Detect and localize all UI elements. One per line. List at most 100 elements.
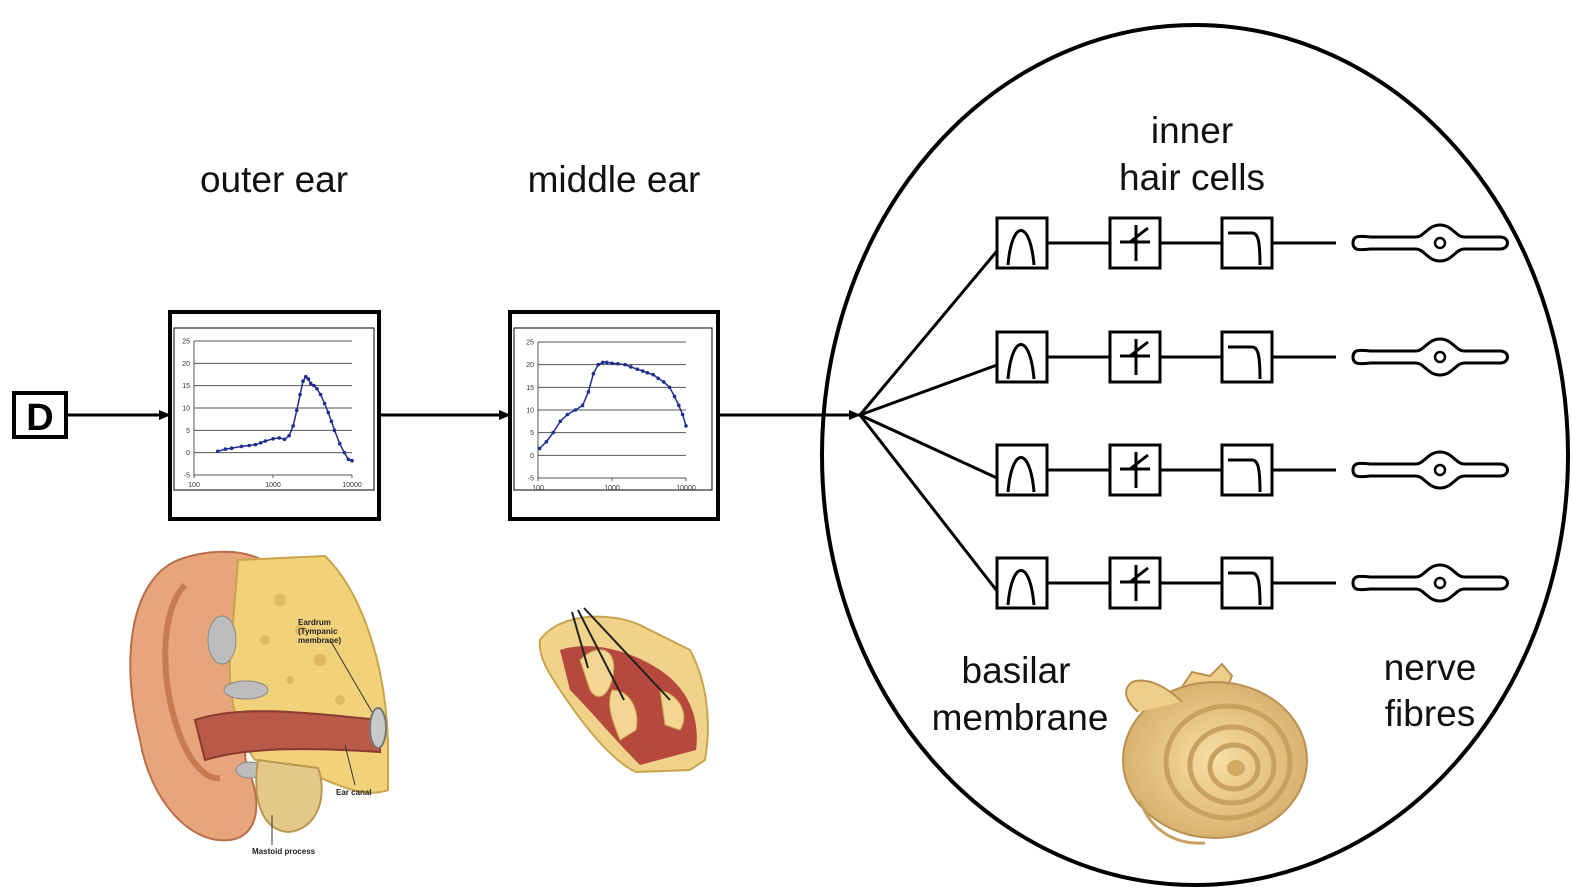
basilar-membrane-title-line1: basilar [962, 650, 1071, 691]
chart-data-point [558, 419, 563, 424]
input-source-label: D [26, 397, 53, 439]
chart-data-point [294, 408, 299, 413]
inner-hair-cells-title-line1: inner [1151, 110, 1233, 151]
chart-data-point [329, 419, 334, 424]
chart-data-point [350, 458, 354, 463]
chart-data-point [580, 403, 585, 408]
nerve-fibres-title-line2: fibres [1385, 693, 1475, 734]
chart-data-point [551, 430, 555, 435]
channel-fan-line [858, 250, 999, 416]
chart-data-point [645, 371, 650, 375]
chart-data-point [610, 361, 614, 366]
chart-data-point [215, 449, 220, 454]
chart-data-point [253, 442, 258, 447]
bandpass-filter-box [995, 443, 1049, 497]
chart-ytick-label: 0 [186, 450, 190, 457]
nerve-fibre-soma [1433, 236, 1447, 250]
channel-row-3 [859, 413, 1509, 497]
chart-ytick-label: -5 [184, 473, 190, 480]
channel-fan-line [858, 414, 999, 592]
chart-data-point [586, 390, 591, 394]
chart-data-point [667, 385, 672, 390]
chart-data-point [629, 365, 633, 369]
chart-data-point [672, 394, 677, 399]
chart-data-point [342, 450, 347, 455]
chart-data-point [326, 410, 331, 415]
lowpass-icon [1228, 345, 1262, 380]
chart-xtick-label: 1000 [604, 485, 620, 492]
chart-data-point [312, 383, 316, 388]
nerve-fibre-icon [1351, 563, 1509, 603]
chart-data-point [223, 447, 228, 451]
bandpass-icon [1006, 343, 1036, 380]
middle-ear-title: middle ear [528, 159, 701, 200]
chart-data-point [332, 428, 337, 433]
nerve-fibre-body [1351, 450, 1509, 490]
chart-data-point [596, 362, 600, 367]
chart-data-point [600, 360, 605, 365]
chart-ytick-label: 20 [182, 361, 190, 368]
nerve-fibres-title-line1: nerve [1384, 647, 1477, 688]
lowpass-filter-box [1220, 330, 1274, 384]
chart-ytick-label: 10 [526, 408, 534, 415]
nerve-fibre-icon [1351, 450, 1509, 490]
channel-fan-line [859, 363, 998, 417]
chart-data-point [318, 392, 323, 397]
chart-data-point [651, 372, 655, 377]
chart-data-point [537, 446, 542, 451]
cochlea-illustration [1122, 662, 1308, 845]
eardrum-annotation-2: (Tympanic [298, 627, 338, 636]
channel-row-4 [858, 414, 1509, 610]
chart-data-point [247, 443, 252, 448]
chart-data-point [680, 412, 685, 417]
chart-data-point [544, 439, 549, 444]
chart-data-point [635, 367, 640, 372]
basilar-membrane-title-line2: membrane [932, 697, 1109, 738]
chart-ytick-label: 25 [182, 339, 190, 346]
rectifier-icon [1129, 566, 1149, 584]
chart-data-point [282, 437, 287, 442]
filterbank-channels [858, 216, 1509, 610]
chart-ytick-label: 25 [526, 340, 534, 347]
chart-data-point [346, 457, 351, 462]
nerve-fibre-body [1351, 223, 1509, 263]
lowpass-filter-box [1220, 216, 1274, 270]
chart-ytick-label: 15 [526, 385, 534, 392]
nerve-fibre-body [1351, 337, 1509, 377]
rectifier-icon [1129, 453, 1149, 471]
rectifier-icon [1129, 226, 1149, 244]
chart-data-point [684, 424, 688, 428]
chart-ytick-label: 10 [182, 406, 190, 413]
lowpass-icon [1228, 231, 1262, 266]
lowpass-icon [1228, 458, 1262, 493]
chart-data-point [591, 371, 596, 376]
nerve-fibre-soma [1433, 350, 1447, 364]
ear-canal-annotation: Ear canal [336, 788, 372, 797]
chart-data-point [337, 441, 342, 446]
channel-row-1 [858, 216, 1509, 416]
chart-data-point [263, 439, 268, 443]
chart-data-point [229, 446, 234, 451]
bandpass-icon [1006, 569, 1036, 606]
chart-data-point [306, 377, 311, 381]
channel-row-2 [859, 330, 1509, 417]
lowpass-icon [1228, 571, 1262, 606]
chart-ytick-label: 0 [530, 453, 534, 460]
middle-ear-illustration [538, 607, 709, 774]
channel-fan-line [859, 413, 998, 480]
chart-data-point [308, 381, 313, 386]
chart-data-point [298, 392, 302, 397]
inner-ear-boundary [820, 23, 1570, 887]
nerve-fibre-icon [1351, 337, 1509, 377]
input-source-box: D [12, 391, 68, 439]
chart-ytick-label: -5 [528, 476, 534, 483]
nerve-fibre-soma [1433, 576, 1447, 590]
chart-data-point [258, 441, 263, 445]
chart-data-point [573, 408, 578, 412]
rectifier-icon [1129, 340, 1149, 358]
chart-ytick-label: 5 [186, 428, 190, 435]
